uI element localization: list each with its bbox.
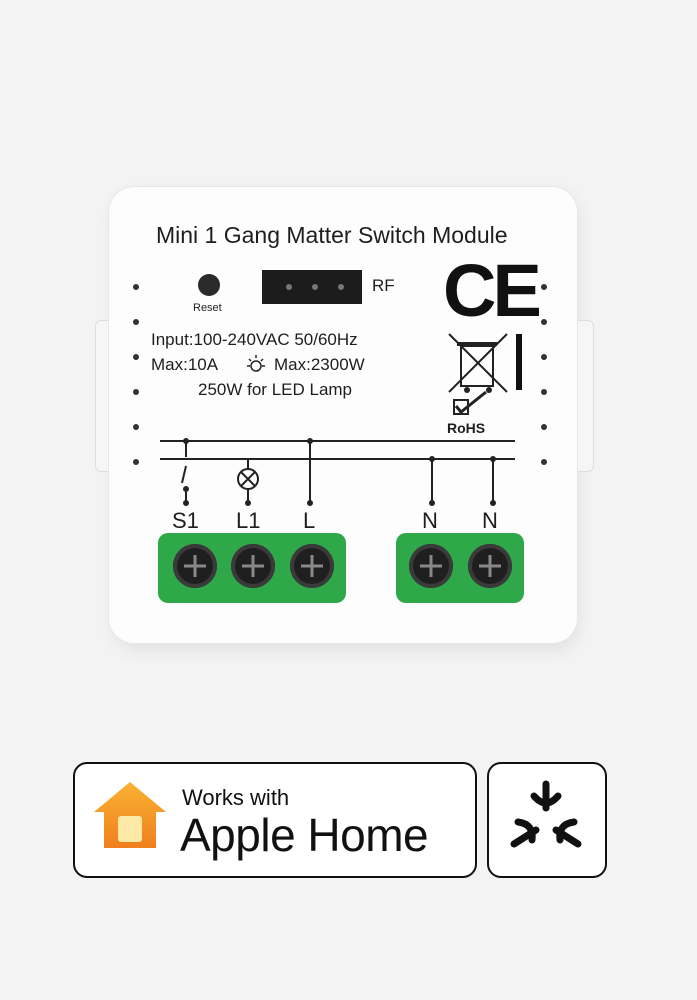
spec-input: Input:100-240VAC 50/60Hz <box>151 330 358 349</box>
screw-s1[interactable] <box>173 544 217 588</box>
module-title: Mini 1 Gang Matter Switch Module <box>156 222 508 248</box>
spec-max-current: Max:10A <box>151 355 219 374</box>
left-vent-dots <box>133 284 139 494</box>
terminal-label-l1: L1 <box>236 508 261 533</box>
terminal-label-s1: S1 <box>172 508 199 533</box>
spec-led-lamp: 250W for LED Lamp <box>198 380 353 399</box>
screw-l[interactable] <box>290 544 334 588</box>
spec-max-power: Max:2300W <box>274 355 365 374</box>
matter-logo-icon <box>510 780 582 848</box>
screw-n2[interactable] <box>468 544 512 588</box>
terminal-label-n2: N <box>482 508 498 533</box>
rf-label: RF <box>372 276 395 295</box>
rf-window <box>262 270 362 304</box>
screw-l1[interactable] <box>231 544 275 588</box>
reset-label: Reset <box>193 302 222 314</box>
terminal-label-l: L <box>303 508 316 533</box>
rohs-check-icon <box>453 390 487 415</box>
lamp-icon <box>247 355 265 372</box>
apple-home-icon <box>94 782 166 848</box>
apple-home-text: Apple Home <box>180 809 429 861</box>
ce-mark: CE <box>443 249 542 332</box>
right-vent-dots <box>541 284 547 494</box>
weee-bin-icon <box>448 333 522 393</box>
wiring-diagram <box>160 438 515 506</box>
rohs-label: RoHS <box>447 420 486 436</box>
reset-button[interactable] <box>198 274 220 296</box>
terminal-label-n1: N <box>422 508 438 533</box>
works-with-text: Works with <box>182 785 290 810</box>
screw-n1[interactable] <box>409 544 453 588</box>
